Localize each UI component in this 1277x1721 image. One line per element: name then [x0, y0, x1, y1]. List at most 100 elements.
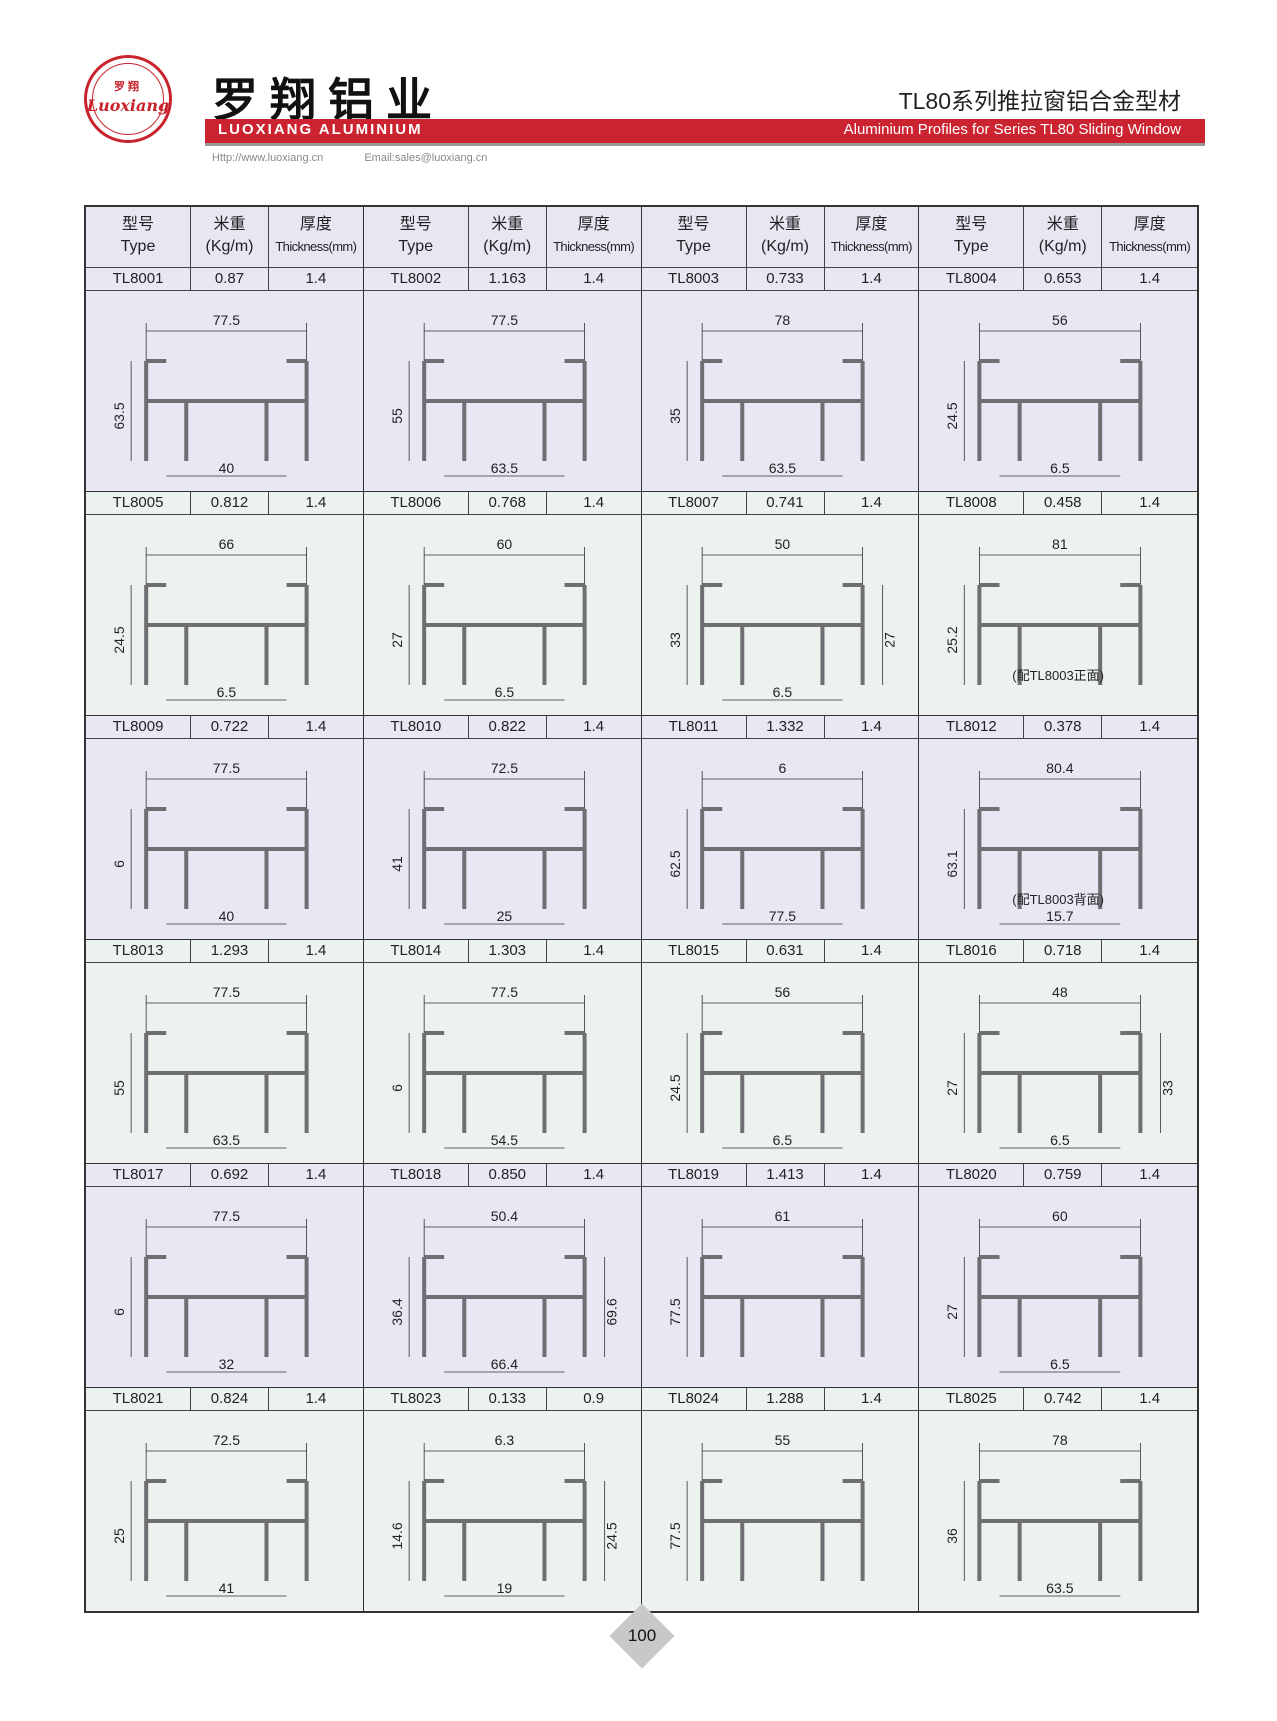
- svg-text:25: 25: [496, 908, 512, 924]
- thickness-value: 1.4: [860, 270, 882, 287]
- type-value: TL8014: [364, 940, 469, 962]
- thickness-value: 1.4: [305, 718, 327, 735]
- svg-text:6: 6: [111, 1308, 127, 1316]
- svg-text:6.5: 6.5: [1050, 1132, 1070, 1148]
- type-value: TL8025: [919, 1388, 1025, 1410]
- svg-text:27: 27: [944, 1080, 960, 1096]
- weight-value: 1.288: [747, 1388, 825, 1410]
- contacts: Http://www.luoxiang.cn Email:sales@luoxi…: [212, 152, 525, 164]
- svg-text:69.6: 69.6: [603, 1298, 619, 1325]
- brand-bar: [205, 119, 1205, 143]
- type-value: TL8023: [364, 1388, 469, 1410]
- svg-text:78: 78: [1052, 1432, 1068, 1448]
- svg-text:36.4: 36.4: [389, 1298, 405, 1325]
- svg-text:80.4: 80.4: [1046, 760, 1074, 776]
- svg-text:77.5: 77.5: [667, 1522, 683, 1549]
- weight-value: 0.631: [747, 940, 825, 962]
- page-number: 100: [627, 1626, 657, 1645]
- svg-text:48: 48: [1052, 984, 1068, 1000]
- brand-name-en: LUOXIANG ALUMINIUM: [218, 121, 423, 138]
- weight-value: 0.741: [747, 492, 825, 514]
- brand-name-cn: 罗翔铝业: [212, 73, 444, 127]
- website-link[interactable]: Http://www.luoxiang.cn: [212, 152, 324, 164]
- svg-text:33: 33: [1160, 1080, 1176, 1096]
- email-link[interactable]: Email:sales@luoxiang.cn: [364, 152, 488, 164]
- drawing-panel: 48 27 6.5 33: [919, 963, 1197, 1164]
- svg-text:77.5: 77.5: [213, 312, 240, 328]
- weight-value: 0.653: [1024, 268, 1103, 290]
- svg-text:50.4: 50.4: [490, 1208, 517, 1224]
- type-value: TL8013: [86, 940, 191, 962]
- weight-value: 0.733: [747, 268, 825, 290]
- thickness-value: 1.4: [860, 718, 882, 735]
- svg-text:27: 27: [389, 632, 405, 648]
- thickness-value: 1.4: [305, 1390, 327, 1407]
- profile-drawing: 80.463.115.7: [944, 760, 1143, 925]
- type-value: TL8018: [364, 1164, 469, 1186]
- thickness-value: 1.4: [1139, 942, 1161, 959]
- thickness-value: 1.4: [305, 270, 327, 287]
- svg-text:27: 27: [881, 632, 897, 648]
- catalog-title-cn: TL80系列推拉窗铝合金型材: [898, 88, 1181, 114]
- svg-text:6.3: 6.3: [494, 1432, 514, 1448]
- type-value: TL8009: [86, 716, 191, 738]
- thickness-value: 1.4: [860, 494, 882, 511]
- type-value: TL8011: [642, 716, 747, 738]
- svg-text:63.5: 63.5: [111, 402, 127, 429]
- catalog-title-en: Aluminium Profiles for Series TL80 Slidi…: [843, 121, 1181, 138]
- svg-text:40: 40: [219, 908, 235, 924]
- weight-value: 0.850: [469, 1164, 547, 1186]
- svg-text:41: 41: [389, 856, 405, 872]
- thickness-value: 1.4: [860, 1390, 882, 1407]
- weight-value: 0.824: [191, 1388, 269, 1410]
- logo-en-text: Luoxiang: [86, 95, 170, 115]
- weight-value: 0.742: [1024, 1388, 1103, 1410]
- svg-text:56: 56: [1052, 312, 1068, 328]
- weight-value: 1.163: [469, 268, 547, 290]
- svg-text:72.5: 72.5: [213, 1432, 240, 1448]
- header-weight: 米重(Kg/m): [747, 207, 825, 267]
- thickness-value: 1.4: [860, 942, 882, 959]
- weight-value: 0.722: [191, 716, 269, 738]
- type-value: TL8021: [86, 1388, 191, 1410]
- svg-text:24.5: 24.5: [667, 1074, 683, 1101]
